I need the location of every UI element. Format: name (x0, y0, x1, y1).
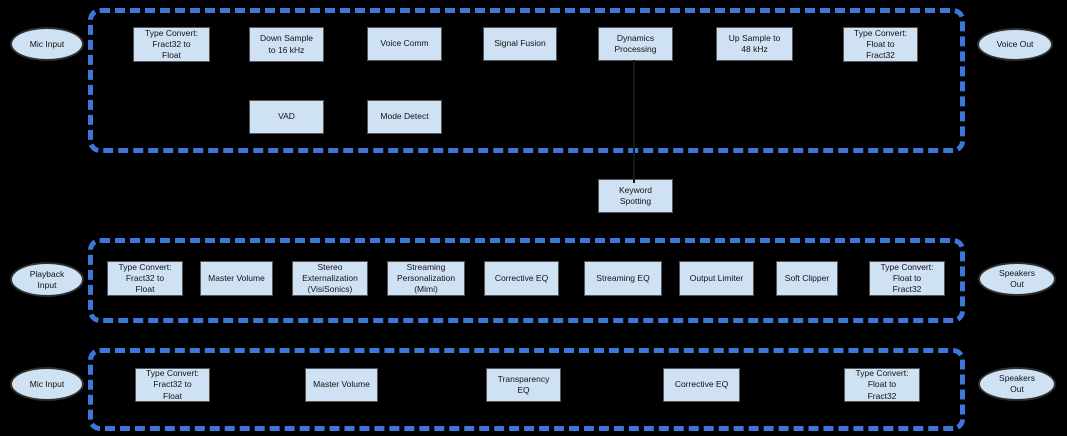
node-master-volume-playback: Master Volume (200, 261, 273, 296)
node-soft-clipper: Soft Clipper (776, 261, 838, 296)
group-transparency-pipeline (88, 348, 965, 431)
terminal-mic-input-transparency: Mic Input (10, 367, 84, 401)
node-vad: VAD (249, 100, 324, 134)
node-transparency-eq: Transparency EQ (486, 368, 561, 402)
terminal-playback-input: Playback Input (10, 262, 84, 297)
node-dynamics-processing: Dynamics Processing (598, 27, 673, 61)
node-type-convert-float-to-fract32-transparency: Type Convert: Float to Fract32 (844, 368, 920, 402)
node-type-convert-float-to-fract32-playback: Type Convert: Float to Fract32 (869, 261, 945, 296)
node-keyword-spotting: Keyword Spotting (598, 179, 673, 213)
connector-dynamics-to-keyword-spotting (633, 60, 635, 183)
node-corrective-eq-transparency: Corrective EQ (663, 368, 740, 402)
terminal-voice-out: Voice Out (977, 28, 1053, 61)
node-master-volume-transparency: Master Volume (305, 368, 378, 402)
terminal-speakers-out-playback: Speakers Out (978, 262, 1056, 296)
node-type-convert-float-to-fract32-voice: Type Convert: Float to Fract32 (843, 27, 918, 62)
node-voice-comm: Voice Comm (367, 27, 442, 61)
terminal-speakers-out-transparency: Speakers Out (978, 367, 1056, 401)
node-stereo-externalization: Stereo Externalization (VisiSonics) (292, 261, 368, 296)
node-type-convert-fract32-to-float-playback: Type Convert: Fract32 to Float (107, 261, 183, 296)
node-down-sample-to-16khz: Down Sample to 16 kHz (249, 27, 324, 62)
node-type-convert-fract32-to-float-voice: Type Convert: Fract32 to Float (133, 27, 210, 62)
node-up-sample-to-48khz: Up Sample to 48 kHz (716, 27, 793, 61)
node-corrective-eq-playback: Corrective EQ (484, 261, 559, 296)
node-signal-fusion: Signal Fusion (483, 27, 557, 61)
group-playback-pipeline (88, 238, 965, 323)
node-streaming-eq: Streaming EQ (584, 261, 662, 296)
terminal-mic-input-voice: Mic Input (10, 27, 84, 61)
group-voice-pipeline (88, 8, 965, 153)
node-mode-detect: Mode Detect (367, 100, 442, 134)
node-streaming-personalization: Streaming Personalization (Mimi) (387, 261, 465, 296)
node-output-limiter: Output Limiter (679, 261, 754, 296)
node-type-convert-fract32-to-float-transparency: Type Convert: Fract32 to Float (135, 368, 210, 402)
